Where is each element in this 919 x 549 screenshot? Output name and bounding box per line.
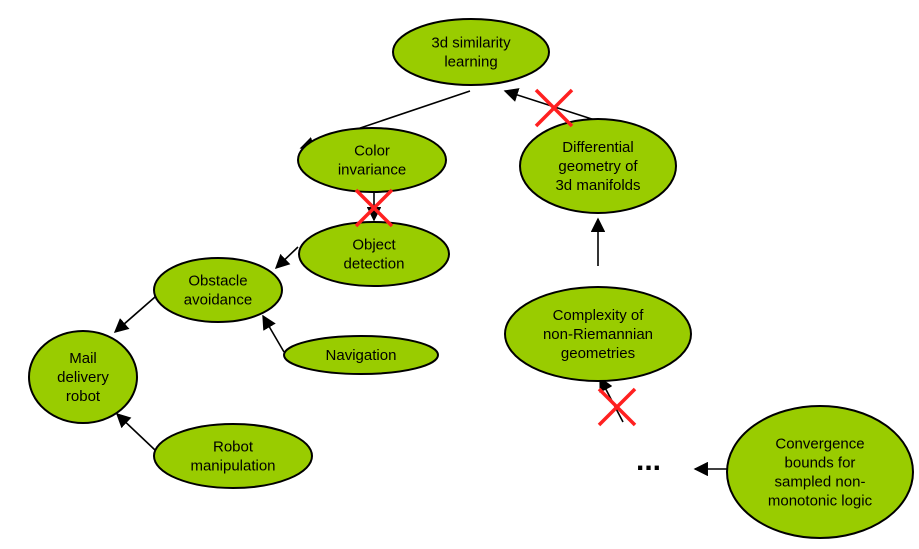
- blocked-cross-icon: [597, 387, 637, 427]
- node-ellipse: [298, 221, 450, 287]
- node-label-line: Mail: [69, 350, 97, 367]
- node-ellipse: [153, 257, 283, 323]
- node-label-line: manipulation: [190, 458, 275, 475]
- node-label-line: Obstacle: [188, 273, 247, 290]
- node-label-line: 3d similarity: [431, 35, 511, 52]
- node-ellipse: [297, 127, 447, 193]
- node-similarity[interactable]: 3d similarity learning: [392, 18, 550, 86]
- node-label-line: Convergence: [775, 436, 864, 453]
- node-label-line: Complexity of: [553, 307, 645, 324]
- node-label-line: bounds for: [785, 455, 856, 472]
- node-ellipse: [392, 18, 550, 86]
- node-navigation[interactable]: Navigation: [283, 335, 439, 375]
- node-label-line: Color: [354, 143, 390, 160]
- node-label-line: 3d manifolds: [555, 177, 640, 194]
- node-differential[interactable]: Differential geometry of 3d manifolds: [519, 118, 677, 214]
- node-mail[interactable]: Mail delivery robot: [28, 330, 138, 424]
- node-complexity[interactable]: Complexity of non-Riemannian geometries: [504, 286, 692, 382]
- node-ellipse: [28, 330, 138, 424]
- node-ellipse: [519, 118, 677, 214]
- node-label-line: Differential: [562, 139, 633, 156]
- node-label-line: delivery: [57, 369, 109, 386]
- node-label-line: non-Riemannian: [543, 326, 653, 343]
- node-label-line: Navigation: [326, 347, 397, 364]
- node-label-line: monotonic logic: [768, 493, 873, 510]
- node-label-line: sampled non-: [775, 474, 866, 491]
- node-label-line: invariance: [338, 162, 406, 179]
- node-label-line: geometry of: [558, 158, 638, 175]
- node-ellipse: [283, 335, 439, 375]
- ellipsis-label: ...: [636, 444, 661, 477]
- node-object[interactable]: Object detection: [298, 221, 450, 287]
- edge-navigation-to-obstacle: [262, 314, 285, 353]
- node-ellipse: [726, 405, 914, 539]
- node-label-line: Object: [352, 237, 396, 254]
- blocked-cross-icon: [354, 188, 394, 228]
- node-ellipse: [504, 286, 692, 382]
- node-obstacle[interactable]: Obstacle avoidance: [153, 257, 283, 323]
- node-label-line: robot: [66, 388, 101, 405]
- edge-object-to-obstacle: [274, 246, 299, 269]
- edge-obstacle-to-mail: [113, 296, 156, 333]
- node-label-line: geometries: [561, 345, 635, 362]
- node-color[interactable]: Color invariance: [297, 127, 447, 193]
- marks-layer: [354, 88, 637, 427]
- node-ellipse: [153, 423, 313, 489]
- node-label-line: Robot: [213, 439, 254, 456]
- blocked-cross-icon: [534, 88, 574, 128]
- node-label-line: avoidance: [184, 292, 252, 309]
- node-convergence[interactable]: Convergence bounds for sampled non-monoton…: [726, 405, 914, 539]
- edge-manipulation-to-mail: [115, 413, 156, 451]
- node-label-line: learning: [444, 54, 497, 71]
- node-label-line: detection: [344, 256, 405, 273]
- node-manipulation[interactable]: Robot manipulation: [153, 423, 313, 489]
